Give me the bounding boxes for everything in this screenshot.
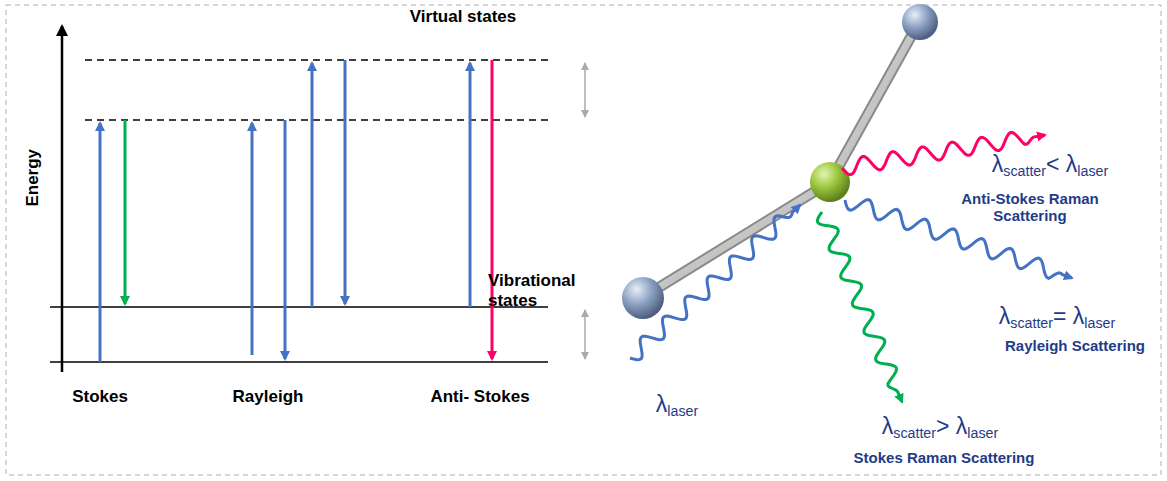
label-text: λ xyxy=(656,391,668,417)
label-text: Rayleigh Scattering xyxy=(1005,337,1145,354)
process-label: Stokes xyxy=(72,387,128,407)
label-text: λ xyxy=(992,151,1004,177)
wavelength-relation: λscatter> λlaser xyxy=(882,413,998,441)
frame xyxy=(6,5,1161,475)
level-label: Virtual states xyxy=(410,7,516,27)
axis-label: Energy xyxy=(23,149,43,207)
wavelength-relation: λscatter< λlaser xyxy=(992,151,1108,179)
label-text: Anti-Stokes Raman Scattering xyxy=(961,190,1099,224)
subscript: laser xyxy=(1077,163,1108,179)
molecule xyxy=(622,4,938,319)
label-text: > λ xyxy=(936,413,967,439)
virtual-level xyxy=(85,119,550,121)
label-text: Stokes Raman Scattering xyxy=(854,449,1035,466)
vibrational-level xyxy=(50,361,548,363)
wavy-photon xyxy=(630,205,800,360)
subscript: laser xyxy=(967,425,998,441)
wavelength-relation: λscatter= λlaser xyxy=(999,303,1115,331)
gap-arrow xyxy=(584,310,586,359)
subscript: scatter xyxy=(893,425,936,441)
label-text: < λ xyxy=(1046,151,1077,177)
subscript: laser xyxy=(1084,315,1115,331)
transition-arrows xyxy=(100,60,492,362)
label-text: = λ xyxy=(1053,303,1084,329)
scattering-label: Stokes Raman Scattering xyxy=(854,449,1035,466)
vibrational-level xyxy=(50,306,548,308)
subscript: laser xyxy=(667,403,698,419)
subscript: scatter xyxy=(1010,315,1053,331)
energy-axis xyxy=(61,26,64,372)
label-text: Vibrational states xyxy=(488,271,576,310)
gap-arrow xyxy=(584,63,586,117)
subscript: scatter xyxy=(1003,163,1046,179)
scattering-label: Rayleigh Scattering xyxy=(1005,337,1145,354)
label-text: Anti- Stokes xyxy=(430,387,529,406)
label-text: Stokes xyxy=(72,387,128,406)
label-text: Rayleigh xyxy=(233,387,304,406)
label-text: Energy xyxy=(23,149,42,207)
wavy-photon xyxy=(817,212,902,402)
label-text: Virtual states xyxy=(410,7,516,26)
wavelength-label: λlaser xyxy=(656,391,698,419)
label-text: λ xyxy=(999,303,1011,329)
virtual-level xyxy=(85,59,550,61)
process-label: Rayleigh xyxy=(233,387,304,407)
scattering-label: Anti-Stokes Raman Scattering xyxy=(955,190,1105,225)
process-label: Anti- Stokes xyxy=(430,387,529,407)
level-label: Vibrational states xyxy=(488,271,608,310)
label-text: λ xyxy=(882,413,894,439)
